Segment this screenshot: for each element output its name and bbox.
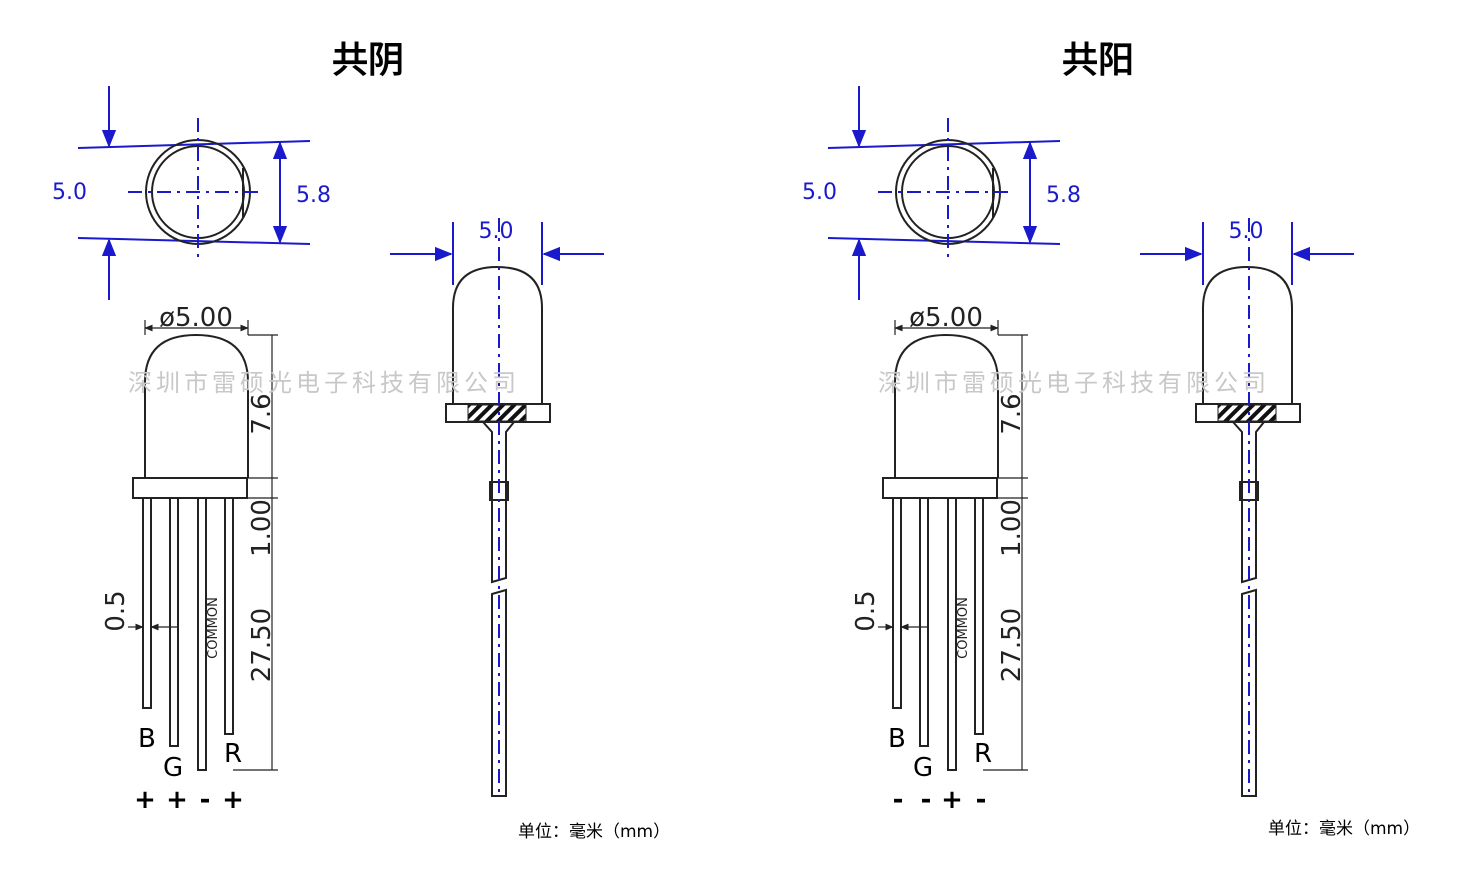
top-view: 5.0 5.8 [52,86,331,300]
watermark-right: 深圳市雷硕光电子科技有限公司 [878,369,1270,397]
pin-label-r: R [224,739,242,769]
top-dim-left: 5.0 [802,180,837,205]
panel-common-anode: 共阳 5.0 5.8 ø5.00 [802,40,1420,839]
pin-label-r: R [974,739,992,769]
pin-sign-3: + [941,785,963,815]
panel-common-cathode: 共阴 5.0 5.8 ø5.00 [52,40,670,842]
front-view: ø5.00 7.6 1.00 27.50 0.5 COMMON B G R - … [851,303,1028,815]
front-flange: 1.00 [997,499,1027,557]
top-dim-right: 5.8 [296,183,331,208]
side-view: 5.0 [1140,218,1354,797]
lead-pitch: 0.5 [101,590,131,631]
pin-sign-1: + [134,785,156,815]
common-label: COMMON [206,597,221,659]
front-diameter: ø5.00 [909,303,983,333]
pin-label-b: B [138,724,156,754]
front-lead-length: 27.50 [997,608,1027,682]
top-view: 5.0 5.8 [802,86,1081,300]
side-width: 5.0 [479,219,514,244]
pin-sign-2: + [166,785,188,815]
pin-label-g: G [913,753,933,783]
pin-label-g: G [163,753,183,783]
front-height: 7.6 [997,393,1027,434]
watermark-left: 深圳市雷硕光电子科技有限公司 [128,369,520,397]
pin-sign-4: + [222,785,244,815]
pin-sign-3: - [200,785,211,815]
front-flange: 1.00 [247,499,277,557]
side-width: 5.0 [1229,219,1264,244]
pin-sign-1: - [893,785,904,815]
lead-pitch: 0.5 [851,590,881,631]
common-label: COMMON [956,597,971,659]
panel-title: 共阳 [1062,40,1134,81]
front-lead-length: 27.50 [247,608,277,682]
pin-sign-4: - [976,785,987,815]
side-view: 5.0 [390,218,604,797]
top-dim-left: 5.0 [52,180,87,205]
front-view: ø5.00 7.6 1.00 27.50 0.5 COMMON B G R + … [101,303,278,815]
front-diameter: ø5.00 [159,303,233,333]
unit-label: 单位：毫米（mm） [518,822,670,842]
panel-title: 共阴 [332,40,404,81]
unit-label: 单位：毫米（mm） [1268,819,1420,839]
pin-sign-2: - [921,785,932,815]
pin-label-b: B [888,724,906,754]
front-height: 7.6 [247,393,277,434]
top-dim-right: 5.8 [1046,183,1081,208]
